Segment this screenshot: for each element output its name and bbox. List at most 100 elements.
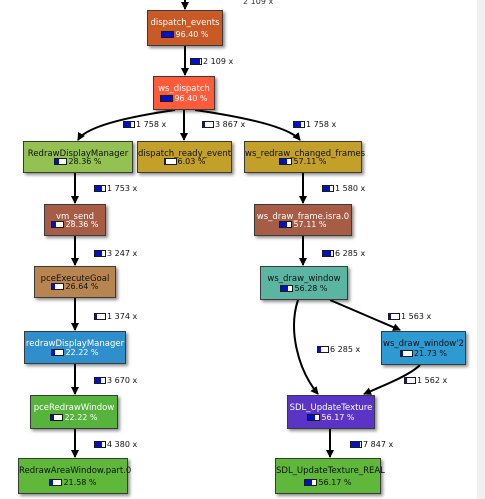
percent-bar <box>279 221 293 228</box>
edge-count-label: 1 753 x <box>94 184 137 193</box>
node-label: ws_draw_window <box>267 274 341 284</box>
edge-count-label: 1 580 x <box>322 184 365 193</box>
count-bar-fill <box>191 59 200 64</box>
percent-bar-fill <box>308 415 315 420</box>
count-bar-fill <box>95 251 102 256</box>
edge-count-label: 3 867 x <box>202 120 245 129</box>
percent-bar-fill <box>400 351 404 356</box>
count-bar-fill <box>95 378 101 383</box>
percent-bar <box>280 285 294 292</box>
count-bar-fill <box>323 251 331 256</box>
edge-count-label: 1 563 x <box>388 312 431 321</box>
node-label: vm_send <box>55 212 94 222</box>
percent-bar-fill <box>305 480 312 485</box>
percent-bar-fill <box>52 284 56 289</box>
edge-count-text: 1 580 x <box>335 184 366 193</box>
node-label: dispatch_events <box>150 18 220 28</box>
edge-count-label: 4 380 x <box>94 440 137 449</box>
node-percent: 56.28 % <box>261 284 347 294</box>
count-bar <box>94 377 106 384</box>
node-label: SDL_UpdateTexture_REAL <box>276 466 385 476</box>
node-percent: 57.11 % <box>245 157 361 167</box>
count-bar <box>388 313 400 320</box>
count-bar-fill <box>323 186 330 191</box>
edge-count-text: 1 563 x <box>401 312 432 321</box>
count-bar-fill <box>389 314 391 319</box>
count-bar-fill <box>95 186 102 191</box>
node-percent-text: 56.17 % <box>318 478 352 487</box>
node-percent: 22.22 % <box>31 413 117 423</box>
edge-count-label: 6 285 x <box>322 249 365 258</box>
node-percent-text: 56.28 % <box>294 284 328 293</box>
count-bar <box>202 121 214 128</box>
node-percent-text: 56.17 % <box>321 413 355 422</box>
node-label: pceExecuteGoal <box>40 274 110 284</box>
node-percent-text: 57.11 % <box>293 220 327 229</box>
node-percent-text: 6.03 % <box>177 157 206 166</box>
count-bar <box>350 441 362 448</box>
node-percent: 22.22 % <box>25 348 125 358</box>
node-percent-text: 26.64 % <box>65 282 99 291</box>
percent-bar-fill <box>280 222 287 227</box>
node-label: ws_draw_window'2 <box>383 339 464 349</box>
node-percent-text: 22.22 % <box>64 413 98 422</box>
top-edge-count: 2 109 x <box>243 0 274 6</box>
node-label: redrawDisplayManager <box>25 339 125 349</box>
node-percent: 96.40 % <box>154 94 214 104</box>
edge-count-label: 1 758 x <box>123 120 166 129</box>
node-label: pceRedrawWindow <box>33 403 115 413</box>
node-label: ws_draw_frame.isra.0 <box>256 212 350 222</box>
edge-count-text: 4 380 x <box>107 440 138 449</box>
percent-bar <box>307 414 321 421</box>
edge-count-text: 2 109 x <box>203 57 234 66</box>
node-percent: 21.73 % <box>382 349 465 359</box>
node-percent: 28.36 % <box>45 220 105 230</box>
node-sdl-updatetexture-real[interactable]: SDL_UpdateTexture_REAL 56.17 % <box>275 458 385 494</box>
percent-bar <box>51 283 65 290</box>
edge-count-label: 1 562 x <box>404 376 447 385</box>
count-bar-fill <box>351 442 360 447</box>
count-bar-fill <box>294 122 301 127</box>
count-bar <box>94 313 106 320</box>
node-dispatch-events[interactable]: dispatch_events 96.40 % <box>147 10 223 46</box>
edge-count-label: 1 758 x <box>293 120 336 129</box>
percent-bar-fill <box>52 350 55 355</box>
edge-count-text: 1 758 x <box>306 120 337 129</box>
percent-bar-fill <box>55 159 59 164</box>
percent-bar <box>51 221 65 228</box>
edge-count-label: 2 109 x <box>190 57 233 66</box>
node-percent-text: 22.22 % <box>65 348 99 357</box>
edge-ws-draw-window2-to-sdl-updatetexture <box>363 364 421 395</box>
edge-count-label: 6 285 x <box>317 345 360 354</box>
edge-count-text: 1 374 x <box>107 312 138 321</box>
count-bar <box>94 441 106 448</box>
node-percent-text: 28.36 % <box>68 157 102 166</box>
edge-ws-draw-window-to-sdl-updatetexture <box>293 299 319 395</box>
count-bar-fill <box>95 442 102 447</box>
percent-bar <box>399 350 413 357</box>
percent-bar-fill <box>51 415 54 420</box>
count-bar-fill <box>318 347 321 352</box>
edge-count-text: 6 285 x <box>330 345 361 354</box>
edge-ws-dispatch-to-ws-redraw-changed-frames <box>194 109 301 141</box>
count-bar <box>94 185 106 192</box>
count-bar <box>322 185 334 192</box>
node-percent-text: 96.40 % <box>174 94 208 103</box>
node-percent: 21.58 % <box>19 478 127 488</box>
scrollbar[interactable] <box>477 0 485 499</box>
edge-count-label: 7 847 x <box>350 440 393 449</box>
node-percent-text: 96.40 % <box>175 30 209 39</box>
